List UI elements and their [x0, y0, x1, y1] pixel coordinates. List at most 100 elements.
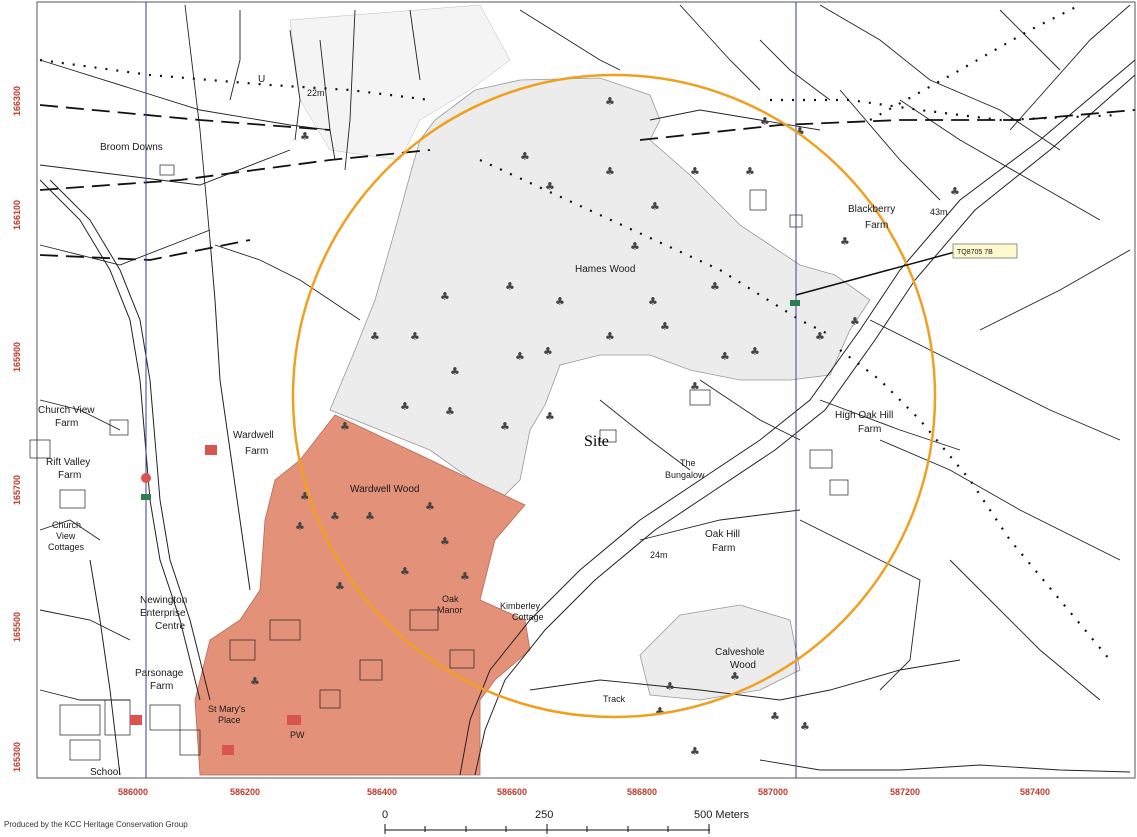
svg-text:♣: ♣ — [710, 280, 720, 293]
label-wardwell-farm: Farm — [245, 446, 268, 457]
svg-text:♣: ♣ — [690, 165, 700, 178]
label-church-cottages-3: Cottages — [48, 542, 85, 552]
x-coord: 586800 — [627, 787, 657, 797]
label-oak-hill-farm: Farm — [712, 543, 735, 554]
scale-tick-250: 250 — [535, 809, 553, 821]
svg-text:♣: ♣ — [500, 420, 510, 433]
svg-text:♣: ♣ — [440, 290, 450, 303]
scale-bar: 0 250 500 Meters — [382, 809, 750, 834]
svg-text:♣: ♣ — [340, 420, 350, 433]
svg-text:♣: ♣ — [545, 410, 555, 423]
svg-text:♣: ♣ — [543, 345, 553, 358]
label-church-view: Church View — [38, 405, 95, 416]
woodland-trees: ♣♣♣ ♣♣♣ ♣♣♣ ♣♣♣ ♣♣♣ ♣♣♣ ♣♣♣ ♣♣♣ ♣♣♣ ♣♣♣ … — [250, 95, 960, 758]
svg-text:♣: ♣ — [770, 710, 780, 723]
svg-text:♣: ♣ — [370, 330, 380, 343]
main-road — [459, 59, 1136, 776]
mast-label: TQ8705 7B — [957, 249, 993, 256]
label-centre: Centre — [155, 621, 185, 632]
svg-text:♣: ♣ — [800, 720, 810, 733]
heritage-markers — [130, 445, 301, 755]
svg-text:♣: ♣ — [335, 580, 345, 593]
svg-text:♣: ♣ — [410, 330, 420, 343]
label-st-marys-place: Place — [218, 715, 241, 725]
label-high-oak-hill-farm: Farm — [858, 424, 881, 435]
scale-tick-500: 500 Meters — [694, 809, 750, 821]
svg-text:♣: ♣ — [450, 365, 460, 378]
label-hames-wood: Hames Wood — [575, 264, 635, 275]
label-broom-downs: Broom Downs — [100, 142, 163, 153]
x-coord: 587400 — [1020, 787, 1050, 797]
label-enterprise: Enterprise — [140, 608, 186, 619]
svg-text:♣: ♣ — [440, 535, 450, 548]
y-coord: 166100 — [12, 200, 22, 230]
label-oak-manor-1: Oak — [442, 594, 459, 604]
y-coord: 165300 — [12, 742, 22, 772]
y-coord-labels: 166300 166100 165900 165700 165500 16530… — [12, 86, 22, 772]
label-high-oak-hill: High Oak Hill — [835, 410, 893, 421]
label-blackberry: Blackberry — [848, 204, 895, 215]
x-coord: 586000 — [118, 787, 148, 797]
label-parsonage-farm: Farm — [150, 681, 173, 692]
svg-text:♣: ♣ — [950, 185, 960, 198]
svg-text:♣: ♣ — [515, 350, 525, 363]
mast-label-box — [952, 243, 1018, 259]
label-track: Track — [603, 694, 626, 704]
label-elev-24: 24m — [650, 550, 668, 560]
svg-text:♣: ♣ — [815, 330, 825, 343]
label-elev-43: 43m — [930, 207, 948, 217]
svg-text:♣: ♣ — [505, 280, 515, 293]
svg-text:♣: ♣ — [660, 320, 670, 333]
svg-text:♣: ♣ — [520, 150, 530, 163]
label-kimberley: Kimberley — [500, 601, 541, 611]
svg-text:♣: ♣ — [690, 745, 700, 758]
svg-text:♣: ♣ — [648, 295, 658, 308]
svg-text:♣: ♣ — [605, 330, 615, 343]
x-coord-labels: 586000 586200 586400 586600 586800 58700… — [118, 787, 1050, 797]
scale-tick-0: 0 — [382, 809, 388, 821]
svg-text:♣: ♣ — [555, 295, 565, 308]
label-elev-22: 22m — [307, 88, 325, 98]
label-oak-manor-2: Manor — [437, 605, 463, 615]
svg-text:♣: ♣ — [330, 510, 340, 523]
hames-wood-area — [329, 77, 871, 501]
svg-text:♣: ♣ — [365, 510, 375, 523]
field-boundaries — [39, 4, 1131, 773]
svg-text:♣: ♣ — [605, 165, 615, 178]
label-rift-valley-farm: Farm — [58, 470, 81, 481]
svg-text:♣: ♣ — [750, 345, 760, 358]
label-newington: Newington — [140, 595, 187, 606]
label-calveshole-wood: Wood — [730, 660, 756, 671]
x-coord: 587200 — [890, 787, 920, 797]
svg-text:♣: ♣ — [840, 235, 850, 248]
y-coord: 165900 — [12, 342, 22, 372]
label-wardwell-wood: Wardwell Wood — [350, 484, 419, 495]
label-pw: PW — [290, 730, 305, 740]
label-blackberry-farm: Farm — [865, 220, 888, 231]
svg-text:♣: ♣ — [730, 670, 740, 683]
label-calveshole: Calveshole — [715, 647, 765, 658]
x-coord: 586600 — [497, 787, 527, 797]
calveshole-wood-area — [639, 604, 801, 701]
svg-text:♣: ♣ — [690, 380, 700, 393]
svg-text:♣: ♣ — [795, 125, 805, 138]
svg-text:♣: ♣ — [295, 520, 305, 533]
svg-text:♣: ♣ — [665, 680, 675, 693]
svg-text:♣: ♣ — [460, 570, 470, 583]
dotted-boundaries — [39, 4, 1121, 661]
label-rift-valley: Rift Valley — [46, 457, 90, 468]
svg-text:♣: ♣ — [300, 130, 310, 143]
svg-text:♣: ♣ — [445, 405, 455, 418]
svg-text:♣: ♣ — [850, 315, 860, 328]
svg-text:♣: ♣ — [400, 565, 410, 578]
x-coord: 586200 — [230, 787, 260, 797]
svg-text:♣: ♣ — [400, 400, 410, 413]
label-wardwell: Wardwell — [233, 430, 274, 441]
label-church-cottages-2: View — [56, 531, 76, 541]
label-u: U — [258, 74, 265, 85]
svg-text:♣: ♣ — [605, 95, 615, 108]
label-bungalow: Bungalow — [665, 470, 705, 480]
svg-text:♣: ♣ — [425, 500, 435, 513]
label-parsonage: Parsonage — [135, 668, 184, 679]
label-st-marys: St Mary's — [208, 704, 246, 714]
